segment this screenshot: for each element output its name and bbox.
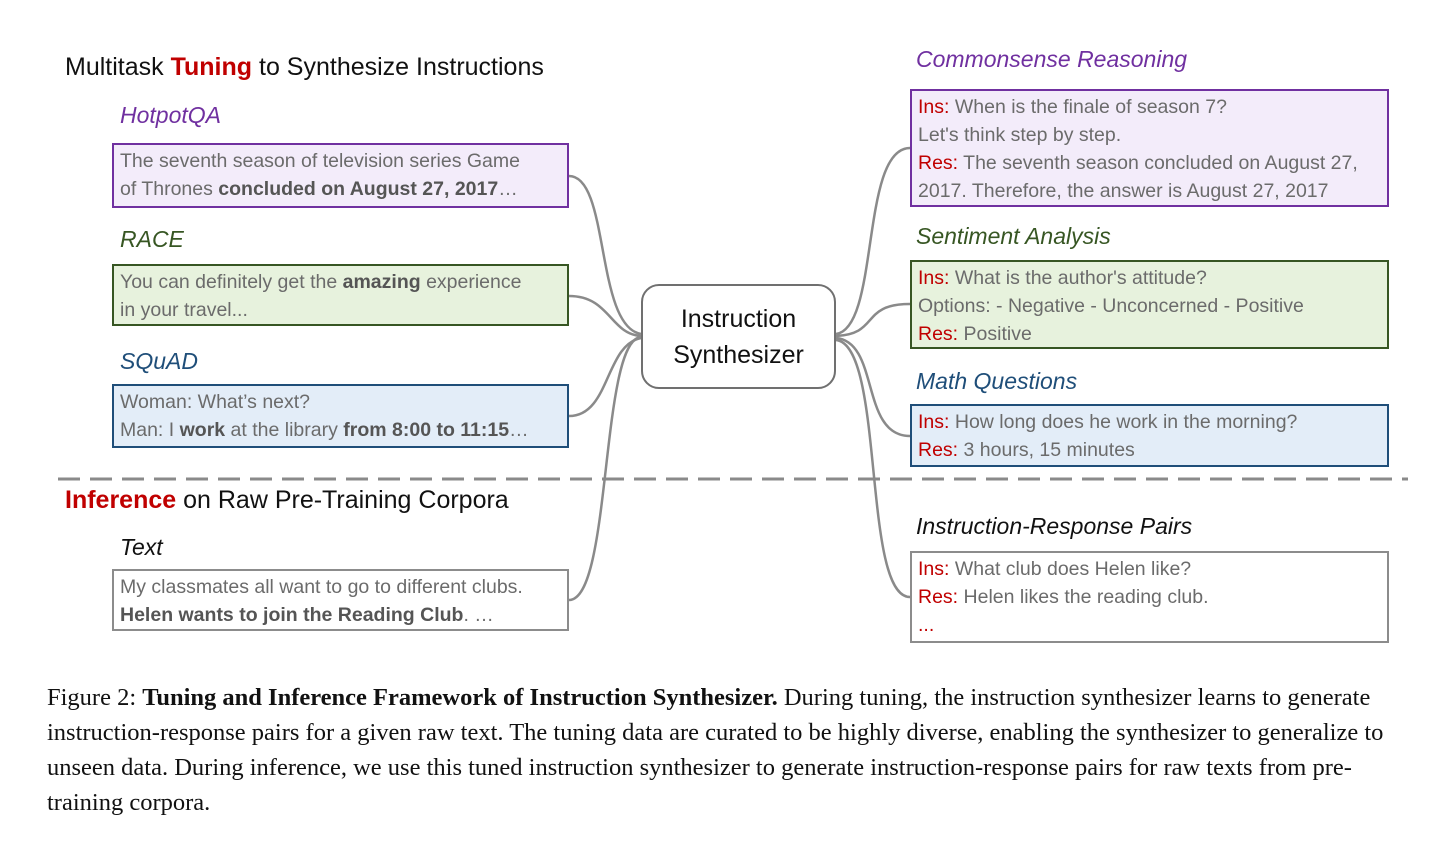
hotpotqa-label: HotpotQA [120,102,221,128]
sentiment-label: Sentiment Analysis [916,223,1111,249]
squad-line1: Woman: What’s next? [120,391,311,413]
connector-squad [568,336,642,418]
connector-sentiment [835,302,911,338]
connector-race [568,294,642,338]
connector-text [568,335,642,602]
instruction-synthesizer-node: Instruction Synthesizer [641,284,836,389]
pairs-ins: Ins: What club does Helen like? [918,558,1192,580]
sentiment-box: Ins: What is the author's attitude? Opti… [910,260,1389,349]
connector-math [835,336,911,438]
hub-line2: Synthesizer [673,340,804,369]
inference-section-title: Inference on Raw Pre-Training Corpora [65,486,509,515]
commonsense-line4: 2017. Therefore, the answer is August 27… [918,180,1329,202]
connector-hotpotqa [568,174,642,336]
race-label: RACE [120,226,184,252]
math-box: Ins: How long does he work in the mornin… [910,404,1389,467]
squad-box: Woman: What’s next? Man: I work at the l… [112,384,569,448]
caption-body: During tuning, the instruction synthesiz… [47,684,1384,816]
inference-title-highlight: Inference [65,486,177,514]
tuning-title-suffix: to Synthesize Instructions [252,53,544,81]
pairs-ellipsis: ... [918,614,935,636]
caption-prefix: Figure 2: [47,684,143,711]
math-ins: Ins: How long does he work in the mornin… [918,411,1298,433]
race-box: You can definitely get the amazing exper… [112,264,569,326]
tuning-title-prefix: Multitask [65,53,171,81]
connector-commonsense [835,146,911,336]
race-line1: You can definitely get the amazing exper… [120,271,522,293]
caption-bold: Tuning and Inference Framework of Instru… [142,684,778,711]
connector-pairs [835,338,911,599]
hotpotqa-box: The seventh season of television series … [112,143,569,208]
sentiment-res: Res: Positive [918,323,1032,345]
math-label: Math Questions [916,368,1078,394]
tuning-title-highlight: Tuning [170,53,253,81]
hotpotqa-line1: The seventh season of television series … [120,150,520,172]
hub-line1: Instruction [680,304,797,333]
commonsense-line2: Let's think step by step. [918,124,1122,146]
pairs-res: Res: Helen likes the reading club. [918,586,1209,608]
text-line2: Helen wants to join the Reading Club. … [120,604,494,626]
commonsense-ins: Ins: When is the finale of season 7? [918,96,1227,118]
pairs-label: Instruction-Response Pairs [916,513,1193,539]
race-line2: in your travel... [120,299,248,321]
text-label: Text [120,534,163,560]
tuning-section-title: Multitask Tuning to Synthesize Instructi… [65,53,544,82]
pairs-box: Ins: What club does Helen like? Res: Hel… [910,551,1389,643]
squad-label: SQuAD [120,348,198,374]
text-line1: My classmates all want to go to differen… [120,576,523,598]
hotpotqa-line2: of Thrones concluded on August 27, 2017… [120,178,518,200]
commonsense-res: Res: The seventh season concluded on Aug… [918,152,1358,174]
sentiment-options: Options: - Negative - Unconcerned - Posi… [918,295,1304,317]
commonsense-box: Ins: When is the finale of season 7? Let… [910,89,1389,207]
sentiment-ins: Ins: What is the author's attitude? [918,267,1207,289]
inference-title-suffix: on Raw Pre-Training Corpora [176,486,509,514]
squad-line2: Man: I work at the library from 8:00 to … [120,419,529,441]
commonsense-label: Commonsense Reasoning [916,46,1188,72]
figure-caption: Figure 2: Tuning and Inference Framework… [47,680,1417,820]
text-box: My classmates all want to go to differen… [112,569,569,631]
math-res: Res: 3 hours, 15 minutes [918,439,1135,461]
